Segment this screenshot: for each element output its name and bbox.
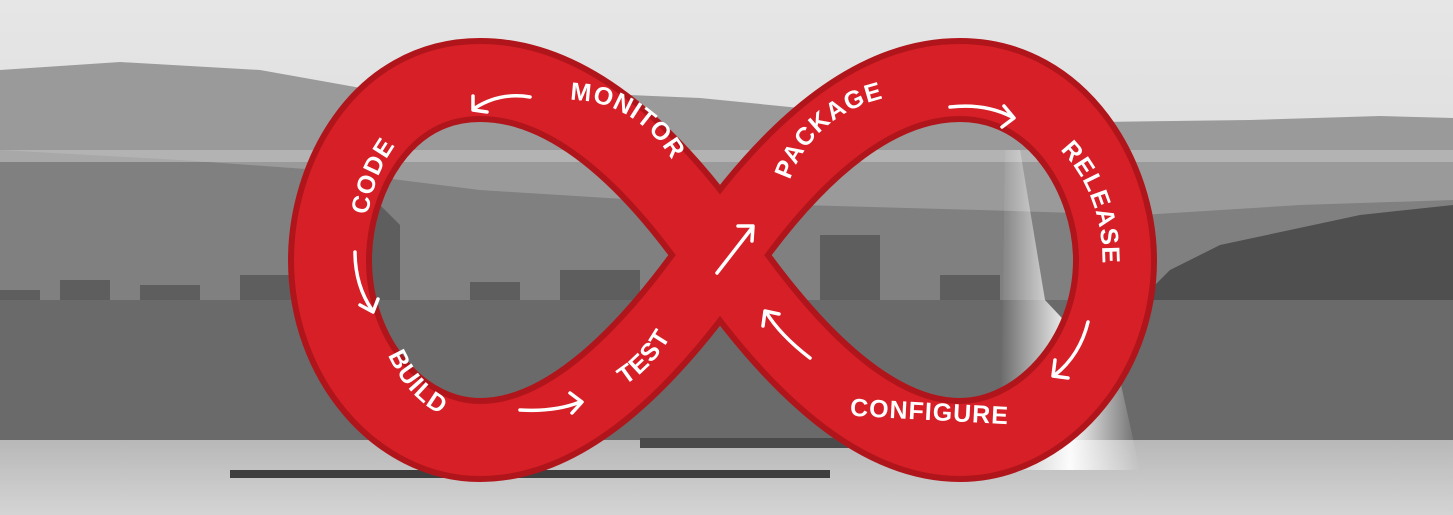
arrow-build-to-test-icon [518,391,584,415]
arrow-package-to-release-icon [948,104,1016,129]
arrow-monitor-to-code-icon [471,94,532,114]
flow-arrows [353,94,1090,415]
arrow-configure-to-monitor-icon [761,309,812,360]
arrow-code-to-build-icon [353,250,380,314]
infinity-loop [288,38,1157,482]
pier [640,438,1040,448]
arrow-release-to-configure-icon [1051,320,1090,380]
snow-band [0,150,1453,162]
infinity-ribbon-face [294,44,1151,476]
arrow-test-to-package-icon [715,224,755,275]
